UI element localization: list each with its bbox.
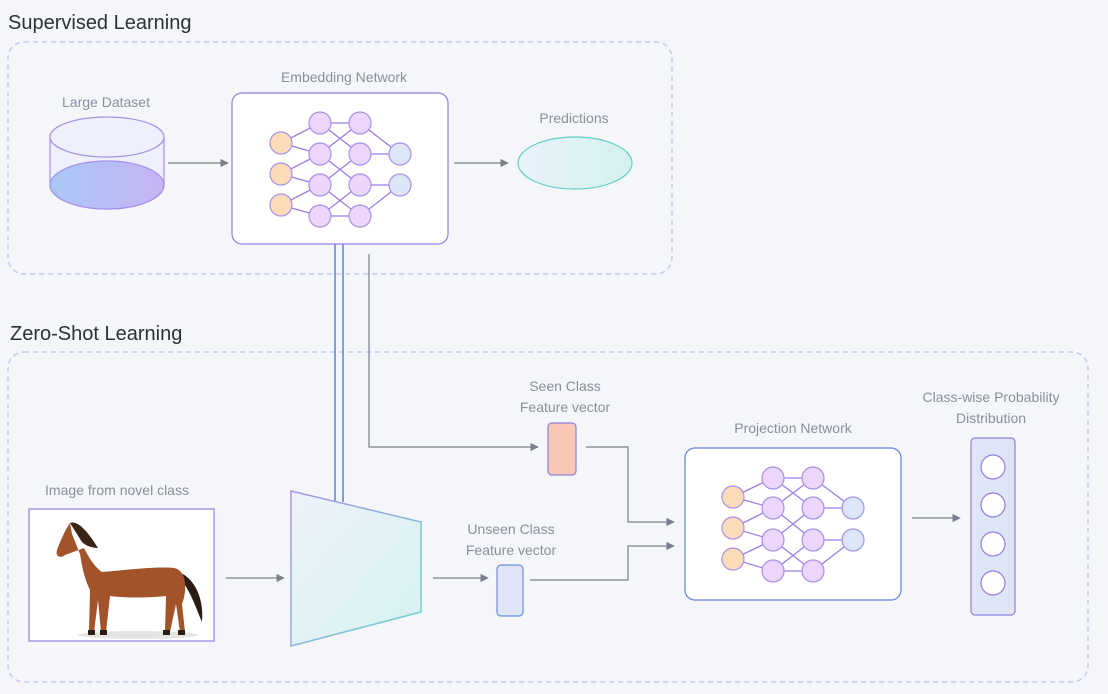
output-node: [980, 492, 1006, 518]
output-label-line1: Class-wise Probability: [923, 389, 1060, 405]
neural-network-icon: [269, 111, 412, 228]
unseen-class-label: Unseen Class: [467, 521, 554, 537]
output-node: [980, 531, 1006, 557]
database-cylinder-icon: [49, 116, 165, 210]
zero-shot-frame: [7, 351, 1089, 683]
projection-network-label: Projection Network: [734, 420, 852, 436]
output-node: [980, 454, 1006, 480]
weight-sharing-connector: [334, 244, 344, 502]
unseen-feature-vector-label: Feature vector: [466, 542, 557, 558]
probability-distribution-bar: [970, 437, 1016, 616]
embedding-to-seen-vector-arrow: [368, 254, 539, 452]
unseen-vector-to-projection-arrow: [530, 541, 675, 581]
embedding-network-box: [231, 92, 449, 245]
seen-feature-vector: [547, 422, 577, 476]
output-label-line2: Distribution: [956, 410, 1026, 426]
horse-image: [56, 522, 203, 639]
projection-neural-network-icon: [721, 466, 865, 583]
supervised-learning-title: Supervised Learning: [8, 12, 191, 34]
predictions-ellipse: [517, 136, 633, 190]
output-node: [980, 570, 1006, 596]
predictions-label: Predictions: [539, 110, 608, 126]
encoder-trapezoid: [290, 490, 422, 647]
large-dataset-label: Large Dataset: [62, 94, 150, 110]
zero-shot-learning-title: Zero-Shot Learning: [10, 323, 182, 345]
supervised-frame: [7, 41, 673, 275]
unseen-feature-vector: [496, 564, 524, 617]
embedding-network-label: Embedding Network: [281, 69, 408, 85]
probability-output-nodes: [980, 454, 1006, 596]
seen-feature-vector-label: Feature vector: [520, 399, 611, 415]
seen-class-label: Seen Class: [529, 378, 601, 394]
novel-image-label: Image from novel class: [45, 482, 189, 498]
seen-vector-to-projection-arrow: [586, 446, 675, 527]
